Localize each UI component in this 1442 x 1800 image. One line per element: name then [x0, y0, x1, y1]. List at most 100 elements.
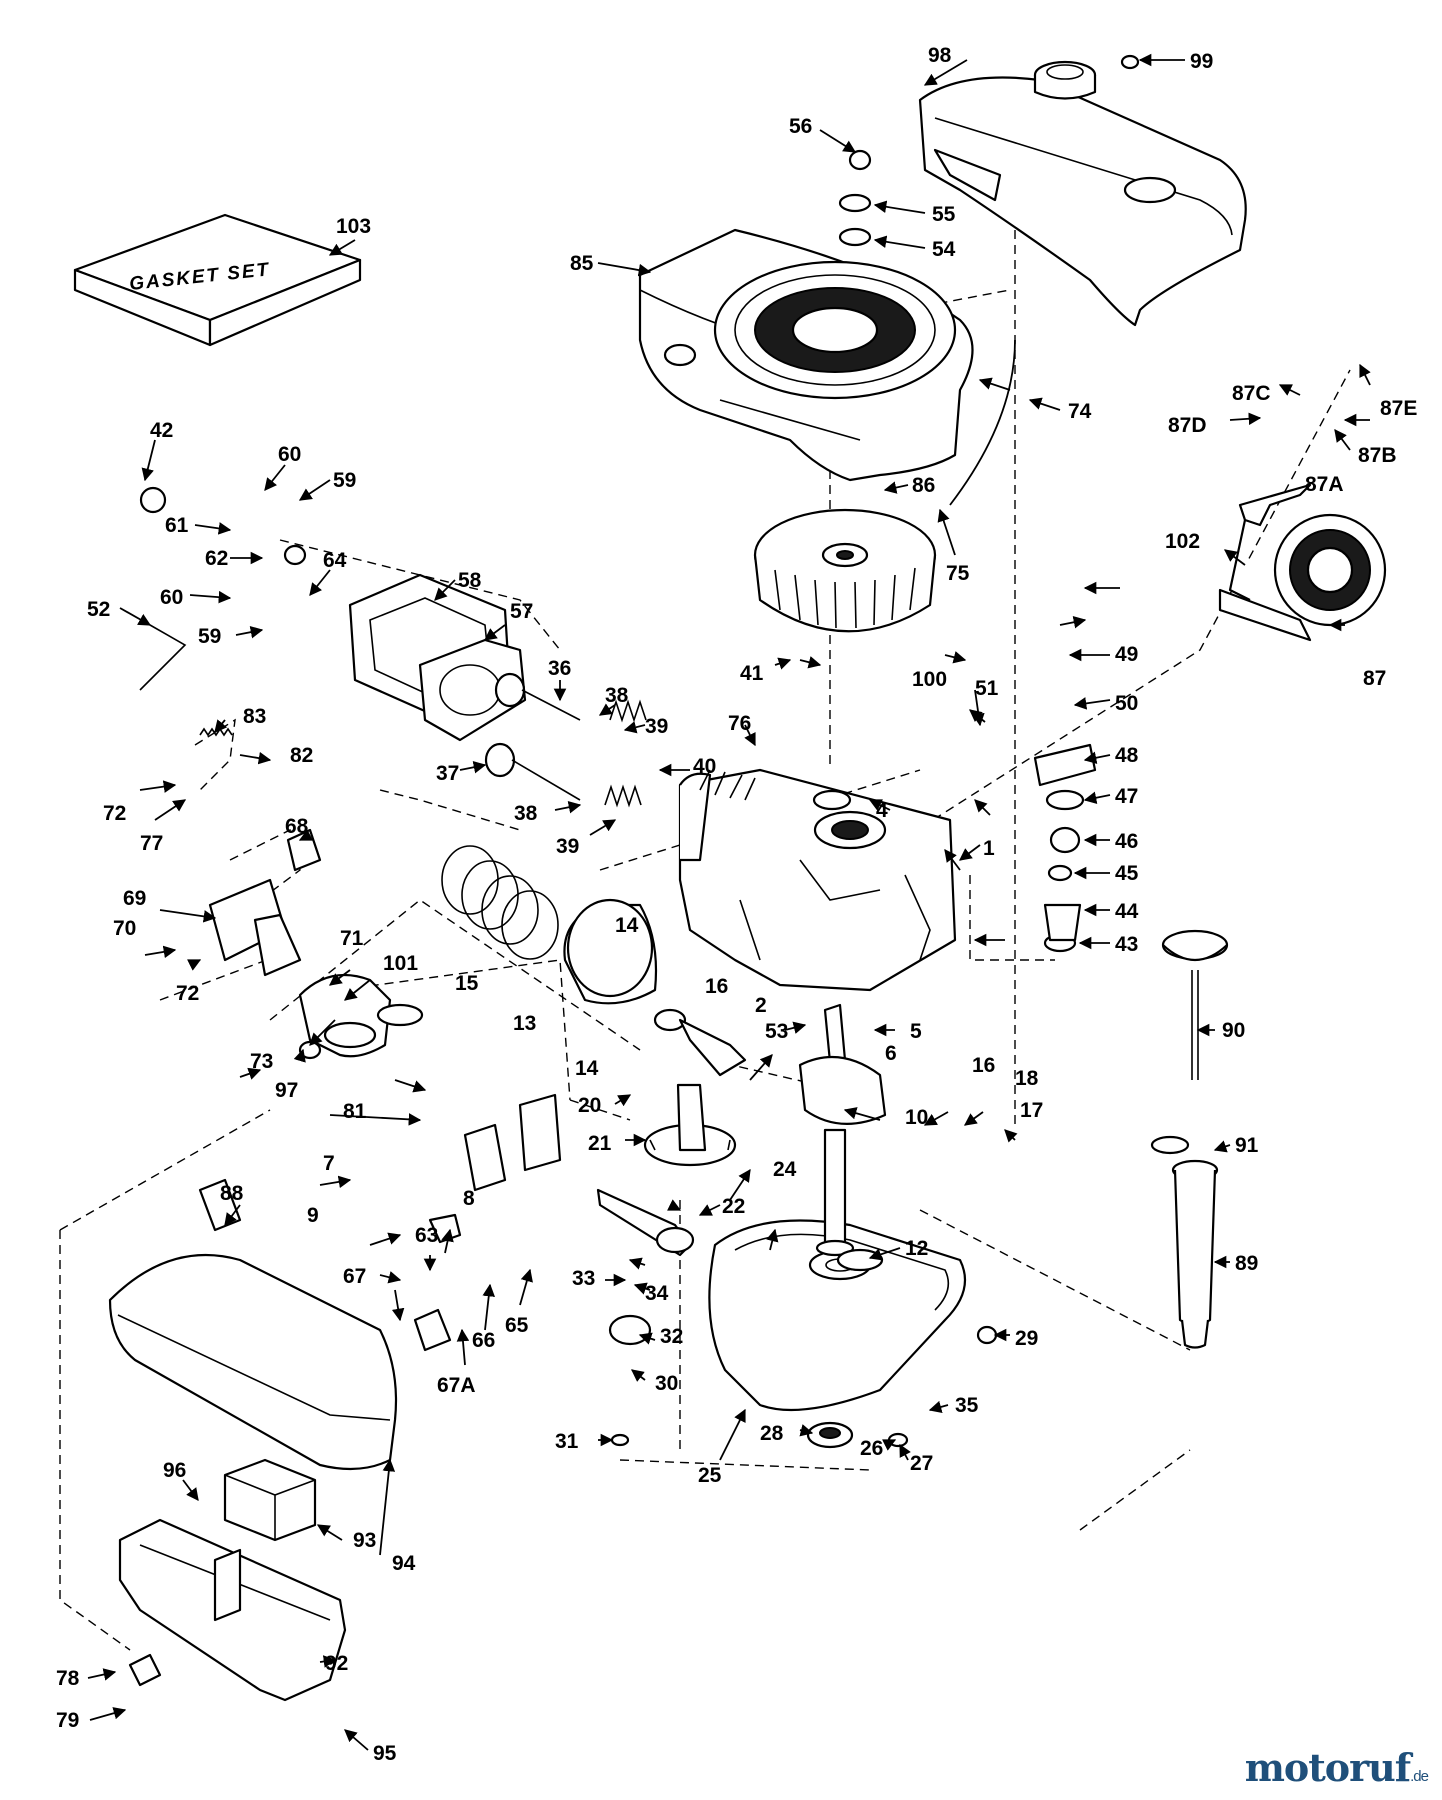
callout-60: 60: [278, 443, 301, 466]
callout-58: 58: [458, 569, 482, 592]
callout-75: 75: [946, 562, 970, 585]
callout-31: 31: [555, 1430, 579, 1453]
callout-101: 101: [383, 952, 418, 975]
callout-14b: 14: [575, 1057, 599, 1080]
callout-8: 8: [463, 1187, 475, 1210]
valves: [484, 672, 581, 801]
callout-12: 12: [905, 1237, 928, 1260]
callout-66: 66: [472, 1329, 495, 1352]
callout-88: 88: [220, 1182, 244, 1205]
callout-14: 14: [615, 914, 639, 937]
callout-26: 26: [860, 1437, 883, 1460]
callout-87B: 87B: [1358, 444, 1397, 467]
callout-38b: 38: [514, 802, 538, 825]
callout-57: 57: [510, 600, 533, 623]
callout-16: 16: [705, 975, 728, 998]
dipstick: [1161, 929, 1229, 1080]
callout-52: 52: [87, 598, 110, 621]
callout-90: 90: [1222, 1019, 1245, 1042]
callout-7: 7: [323, 1152, 335, 1175]
callout-13: 13: [513, 1012, 536, 1035]
callout-69: 69: [123, 887, 146, 910]
callout-6: 6: [885, 1042, 897, 1065]
callout-35: 35: [955, 1394, 979, 1417]
callout-36: 36: [548, 657, 571, 680]
callout-100: 100: [912, 668, 947, 691]
callout-93: 93: [353, 1529, 376, 1552]
callout-48: 48: [1115, 744, 1139, 767]
callout-85: 85: [570, 252, 594, 275]
callout-83: 83: [243, 705, 266, 728]
callout-72b: 72: [176, 982, 199, 1005]
governor-gear: [608, 1314, 652, 1346]
callout-50: 50: [1115, 692, 1138, 715]
leader-lines: [87, 53, 1371, 1751]
callout-87A: 87A: [1305, 473, 1344, 496]
callout-39b: 39: [556, 835, 579, 858]
piston-and-rings: [441, 845, 658, 1005]
callout-61: 61: [165, 514, 189, 537]
callout-47: 47: [1115, 785, 1138, 808]
callout-labels: 98 99 56 55 54 85 103 74 86 75 102 87C 8…: [56, 44, 1417, 1765]
camshaft-gear: [643, 1083, 737, 1167]
callout-103: 103: [336, 215, 371, 238]
callout-95: 95: [373, 1742, 397, 1765]
callout-87D: 87D: [1168, 414, 1207, 437]
small-hardware: [128, 54, 1190, 1687]
callout-17: 17: [1020, 1099, 1043, 1122]
callout-25: 25: [698, 1464, 722, 1487]
air-cleaner-cover: [108, 1253, 398, 1471]
callout-5: 5: [910, 1020, 922, 1043]
air-cleaner-base: [118, 1518, 347, 1702]
cam-follower: [596, 1188, 695, 1257]
callout-54: 54: [932, 238, 956, 261]
callout-81: 81: [343, 1100, 367, 1123]
flywheel: [753, 508, 937, 633]
callout-87E: 87E: [1380, 397, 1417, 420]
callout-77: 77: [140, 832, 163, 855]
callout-30: 30: [655, 1372, 678, 1395]
callout-60b: 60: [160, 586, 183, 609]
callout-71: 71: [340, 927, 364, 950]
callout-96: 96: [163, 1459, 186, 1482]
callout-34: 34: [645, 1282, 669, 1305]
callout-74: 74: [1068, 400, 1092, 423]
callout-99: 99: [1190, 50, 1213, 73]
callout-64: 64: [323, 549, 347, 572]
valve-springs: [604, 699, 647, 808]
callout-27: 27: [910, 1452, 933, 1475]
callout-49: 49: [1115, 643, 1138, 666]
callout-15: 15: [455, 972, 479, 995]
crankshaft: [798, 1003, 887, 1257]
callout-86: 86: [912, 474, 935, 497]
callout-94: 94: [392, 1552, 416, 1575]
callout-10: 10: [905, 1106, 928, 1129]
oil-seal: [806, 1421, 854, 1449]
callout-16b: 16: [972, 1054, 995, 1077]
callout-37: 37: [436, 762, 459, 785]
callout-32: 32: [660, 1325, 683, 1348]
callout-87C: 87C: [1232, 382, 1271, 405]
recoil-starter: [1218, 483, 1387, 642]
callout-87: 87: [1363, 667, 1386, 690]
callout-55: 55: [932, 203, 956, 226]
callout-78: 78: [56, 1667, 80, 1690]
callout-67: 67: [343, 1265, 366, 1288]
callout-44: 44: [1115, 900, 1139, 923]
callout-59: 59: [333, 469, 356, 492]
callout-22: 22: [722, 1195, 745, 1218]
callout-38: 38: [605, 684, 629, 707]
callout-97: 97: [275, 1079, 298, 1102]
callout-67A: 67A: [437, 1374, 476, 1397]
callout-72: 72: [103, 802, 126, 825]
breather-assembly: [463, 1093, 562, 1192]
callout-20: 20: [578, 1094, 601, 1117]
callout-41: 41: [740, 662, 764, 685]
callout-79: 79: [56, 1709, 79, 1732]
callout-63: 63: [415, 1224, 438, 1247]
callout-56: 56: [789, 115, 812, 138]
crankcase-block: [678, 768, 957, 992]
callout-73: 73: [250, 1050, 273, 1073]
callout-102: 102: [1165, 530, 1200, 553]
callout-91: 91: [1235, 1134, 1259, 1157]
